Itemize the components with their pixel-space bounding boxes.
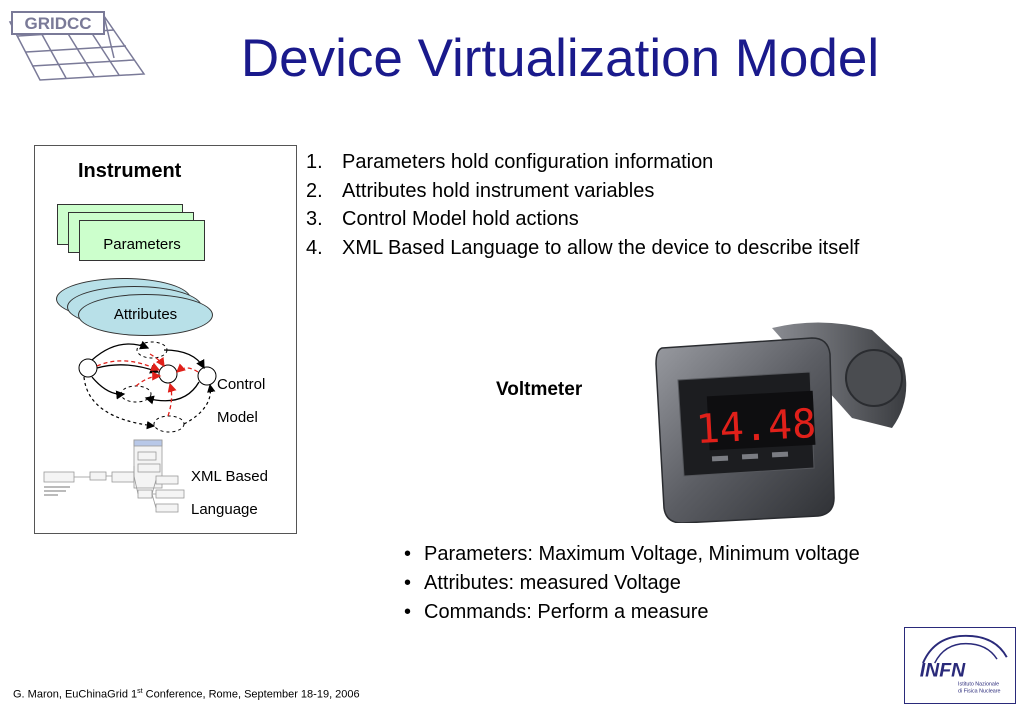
instrument-label: Instrument (78, 160, 182, 182)
bullet-glyph: • (404, 543, 412, 565)
gridcc-logo-text: GRIDCC (24, 14, 91, 33)
control-model-graph (78, 340, 217, 433)
attributes-ellipse-front (78, 294, 213, 336)
list-item: 1.Parameters hold configuration informat… (306, 151, 714, 173)
parameters-card-front (79, 220, 205, 261)
infn-logo-sub1: Istituto Nazionale (958, 681, 999, 687)
state-node-bottom (153, 415, 185, 433)
control-model-label: Control Model (217, 368, 265, 434)
list-item: 3.Control Model hold actions (306, 208, 579, 230)
footer-text: G. Maron, EuChinaGrid 1st Conference, Ro… (13, 688, 360, 701)
state-node-mid (120, 385, 152, 403)
xml-label-line2: Language (191, 501, 258, 518)
list-item: 2.Attributes hold instrument variables (306, 179, 655, 202)
list-item: •Parameters: Maximum Voltage, Minimum vo… (404, 540, 860, 569)
control-label-line2: Model (217, 409, 258, 426)
instrument-box (34, 145, 297, 534)
attributes-label: Attributes (113, 306, 178, 323)
infn-logo-name: INFN (920, 660, 966, 682)
infn-logo-sub2: di Fisica Nucleare (958, 688, 1000, 694)
list-item: •Commands: Perform a measure (404, 598, 860, 627)
slide-title: Device Virtualization Model (240, 29, 880, 88)
xml-label-line1: XML Based (191, 468, 268, 485)
gridcc-logo: GRIDCC (8, 11, 146, 81)
state-node-center (158, 364, 178, 384)
voltmeter-display-reading: 14.48 (695, 401, 818, 453)
list-item: •Attributes: measured Voltage (404, 569, 860, 598)
voltmeter-image: 14.48 (655, 322, 907, 523)
state-node-left (78, 358, 98, 378)
voltmeter-label: Voltmeter (496, 379, 583, 400)
numbered-list: 1.Parameters hold configuration informat… (306, 148, 859, 262)
xml-schema-diagram (43, 439, 185, 513)
parameters-label: Parameters (103, 236, 181, 253)
state-node-right (197, 366, 217, 386)
control-label-line1: Control (217, 376, 266, 393)
infn-logo: INFN Istituto Nazionale di Fisica Nuclea… (904, 627, 1016, 704)
bullet-list: •Parameters: Maximum Voltage, Minimum vo… (404, 540, 860, 627)
xml-language-label: XML Based Language (191, 460, 268, 526)
bullet-glyph: • (404, 601, 412, 623)
list-item: 4.XML Based Language to allow the device… (306, 236, 860, 259)
bullet-glyph: • (404, 572, 412, 594)
